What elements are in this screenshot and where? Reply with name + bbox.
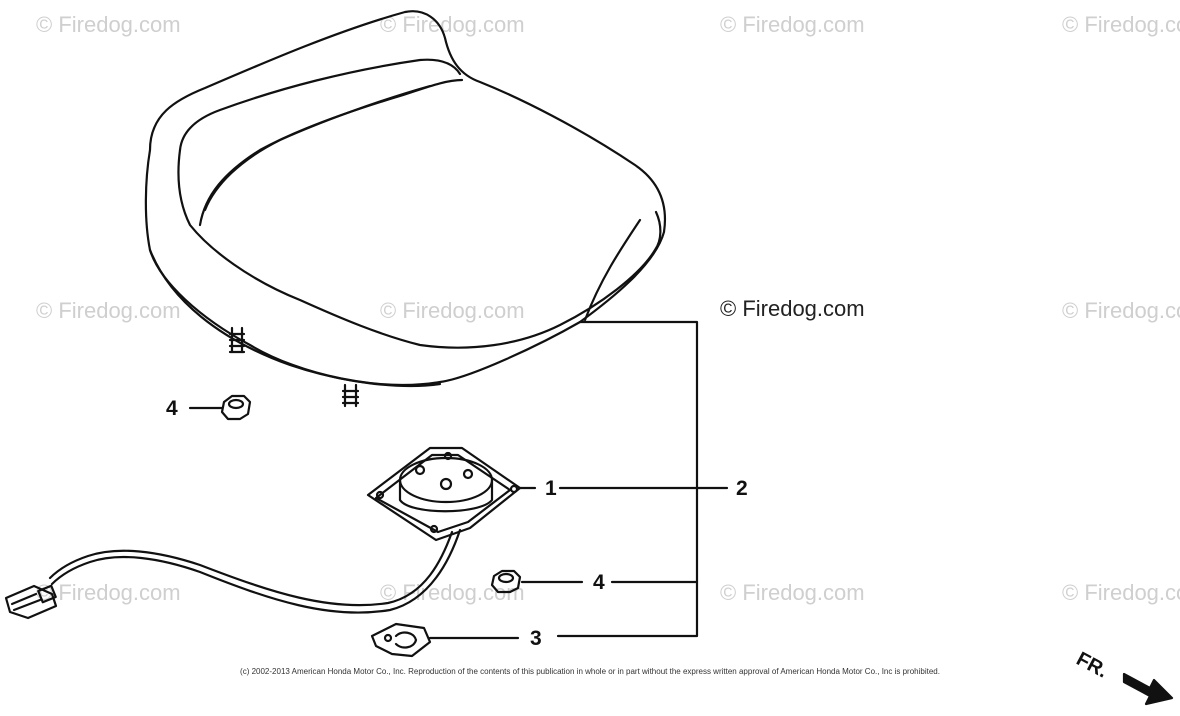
- wire-clip: [370, 622, 432, 658]
- watermark: © Firedog.com: [36, 580, 181, 605]
- callout-2: 2: [736, 477, 748, 500]
- watermark: © Firedog.com: [720, 12, 865, 37]
- bracket-2: [556, 320, 699, 638]
- copyright-notice: (c) 2002-2013 American Honda Motor Co., …: [240, 667, 940, 676]
- watermark: © Firedog.com: [720, 580, 865, 605]
- seat: [144, 10, 667, 388]
- watermark: © Firedog.com: [1062, 12, 1180, 37]
- watermark: © Firedog.com: [380, 12, 525, 37]
- callout-1: 1: [545, 477, 557, 500]
- nut-bottom: [490, 569, 522, 594]
- front-arrow-icon: [1122, 672, 1174, 706]
- watermark: © Firedog.com: [36, 298, 181, 323]
- callout-3: 3: [530, 627, 542, 650]
- callout-4-bottom: 4: [593, 571, 605, 594]
- watermark: © Firedog.com: [380, 298, 525, 323]
- seat-studs: [228, 326, 360, 408]
- watermark: © Firedog.com: [1062, 298, 1180, 323]
- watermark: © Firedog.com: [36, 12, 181, 37]
- seat-switch: [366, 446, 522, 542]
- wire-harness: [4, 528, 462, 620]
- watermark: © Firedog.com: [1062, 580, 1180, 605]
- callout-4-top: 4: [166, 397, 178, 420]
- nut-top: [220, 394, 252, 421]
- watermark-main: © Firedog.com: [720, 296, 865, 321]
